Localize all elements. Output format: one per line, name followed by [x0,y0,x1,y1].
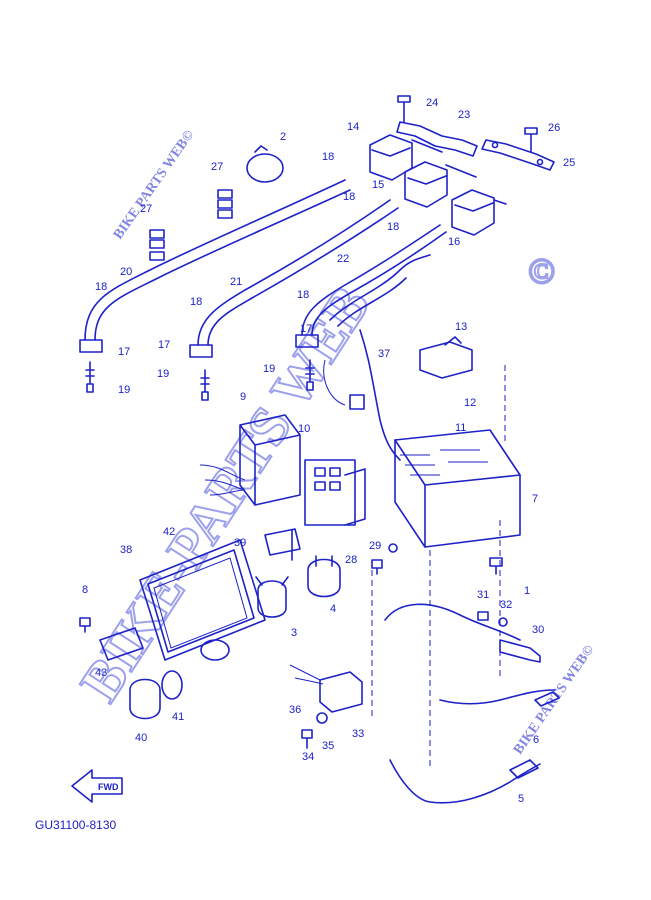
callout-37: 37 [378,348,390,360]
callout-15: 15 [372,179,384,191]
watermark-group: BIKE-PARTS WEB © BIKE PARTS WEB© BIKE PA… [68,127,598,757]
callout-32: 32 [500,599,512,611]
callout-25: 25 [563,157,575,169]
callout-19: 19 [263,363,275,375]
coil-brackets [396,95,555,171]
watermark-main: BIKE-PARTS WEB [69,276,382,712]
callout-38: 38 [120,544,132,556]
callout-17: 17 [118,346,130,358]
callout-9: 9 [240,391,246,403]
callout-36: 36 [289,704,301,716]
callout-27: 27 [211,161,223,173]
callout-16: 16 [448,236,460,248]
ignition-coil-assembly [369,134,507,236]
callout-41: 41 [172,711,184,723]
lower-wiring [371,520,560,804]
hose-clamp-and-clips [149,145,284,261]
callout-40: 40 [135,732,147,744]
callout-21: 21 [230,276,242,288]
cdi-unit-and-regulator [199,414,366,526]
callout-14: 14 [347,121,359,133]
callout-13: 13 [455,321,467,333]
callout-11: 11 [455,422,466,434]
callout-43: 43 [95,667,107,679]
callout-33: 33 [352,728,364,740]
callout-27: 27 [140,203,152,215]
callout-3: 3 [291,627,297,639]
callout-30: 30 [532,624,544,636]
callout-6: 6 [533,734,539,746]
callout-18: 18 [322,151,334,163]
callout-8: 8 [82,584,88,596]
callout-29: 29 [369,540,381,552]
callout-10: 10 [298,423,310,435]
callout-18: 18 [95,281,107,293]
callout-5: 5 [518,793,524,805]
callout-7: 7 [532,493,538,505]
callout-26: 26 [548,122,560,134]
wiring-harness [323,254,431,461]
callout-23: 23 [458,109,470,121]
emergency-switch [289,664,363,749]
watermark-registered-mark: © [528,251,555,291]
callout-31: 31 [477,589,489,601]
callout-39: 39 [234,537,246,549]
sensor-bracket [419,336,506,445]
relays [255,528,341,618]
junction-box [394,429,521,548]
watermark-small-top: BIKE PARTS WEB© [111,127,198,242]
callout-2: 2 [280,131,286,143]
callout-42: 42 [163,526,175,538]
callout-12: 12 [464,397,476,409]
callout-17: 17 [300,323,312,335]
callout-22: 22 [337,253,349,265]
fwd-label: FWD [98,782,119,792]
callout-34: 34 [302,751,314,763]
callout-28: 28 [345,554,357,566]
callout-18: 18 [387,221,399,233]
callout-24: 24 [426,97,438,109]
electrical-cover [79,539,266,720]
callout-17: 17 [158,339,170,351]
callout-18: 18 [343,191,355,203]
callout-18: 18 [190,296,202,308]
callout-19: 19 [157,368,169,380]
spark-plugs [85,359,315,401]
callout-4: 4 [330,603,336,615]
fasteners [371,543,508,627]
diagram-code: GU31100-8130 [35,818,116,832]
callout-1: 1 [524,585,530,597]
high-tension-cords [79,179,447,358]
callout-20: 20 [120,266,132,278]
callout-18: 18 [297,289,309,301]
callout-19: 19 [118,384,130,396]
callout-35: 35 [322,740,334,752]
fwd-arrow-icon: FWD [71,769,123,803]
